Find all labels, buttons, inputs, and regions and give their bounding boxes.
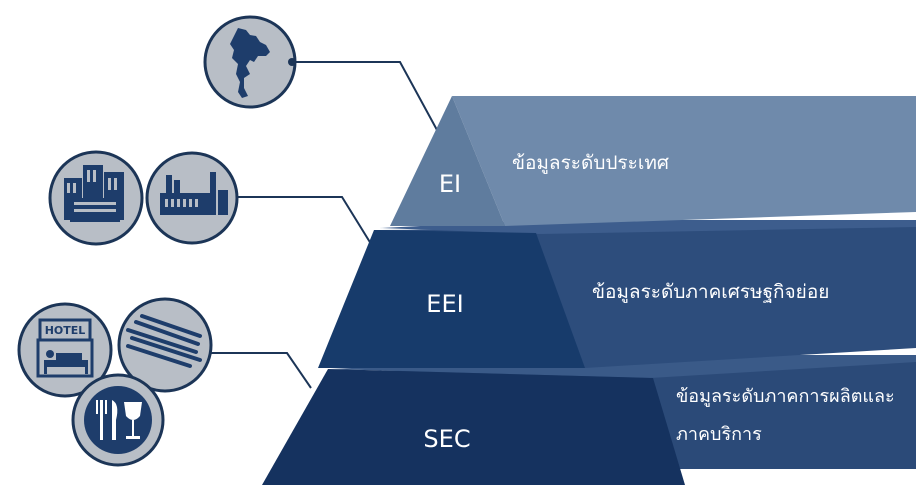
connector-eei [232,196,377,253]
tier-eei-front [318,230,585,368]
country-circle [203,15,297,109]
tier-ei-side [452,96,916,226]
connector-lines [207,61,438,389]
steel-circle [117,297,213,393]
tier-sec-top [330,355,916,378]
tier-sec-label: SEC [423,425,471,453]
hotel-circle: HOTEL [17,302,113,398]
factory-icon [160,172,228,215]
tier-ei [390,96,916,226]
tier-ei-label: EI [438,170,462,198]
connector-ei [294,61,438,131]
tier-ei-front [390,96,505,226]
thailand-map-icon [230,28,270,98]
steel-bars-icon [126,314,202,368]
fork-knife-glass-icon [84,386,152,454]
tier-sec-front [262,369,685,485]
tier-eei [318,220,916,368]
food-circle [71,373,165,467]
tier-sec-description-line2: ภาคบริการ [676,424,762,445]
tier-eei-description: ข้อมูลระดับภาคเศรษฐกิจย่อย [592,281,830,303]
tier-sec-description-line1: ข้อมูลระดับภาคการผลิตและ [676,386,895,407]
tier-sec [262,355,916,485]
hotel-sign-text: HOTEL [45,324,86,337]
hotel-icon: HOTEL [36,318,94,378]
factory-circle [145,151,239,245]
buildings-circle [48,150,144,246]
tier-ei-description: ข้อมูลระดับประเทศ [512,152,669,174]
tier-eei-label: EEI [426,290,464,318]
connector-sec [207,352,312,389]
